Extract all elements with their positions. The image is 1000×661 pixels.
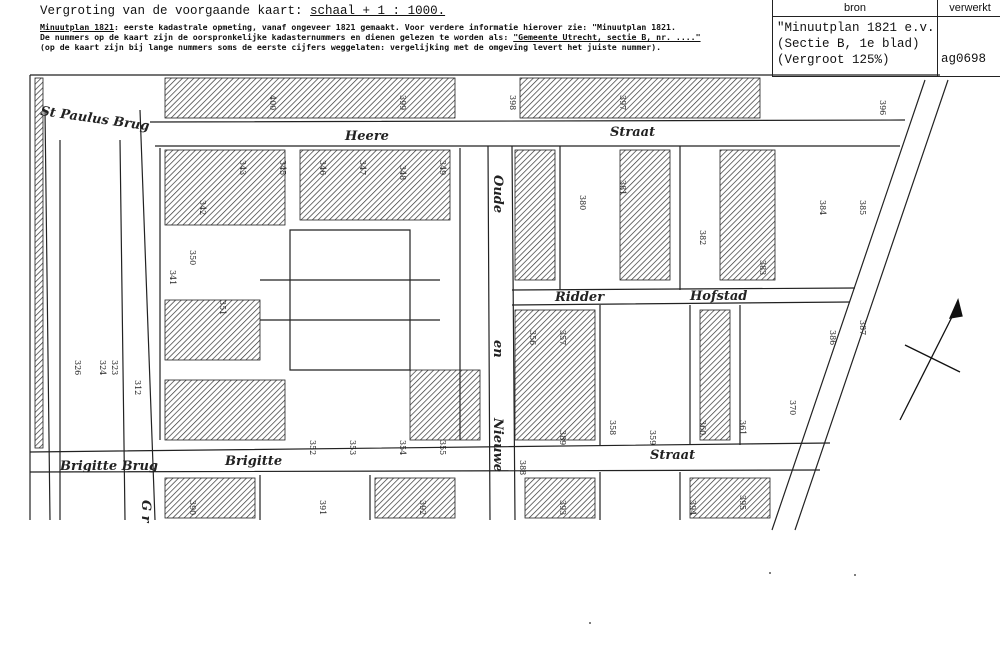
verwerkt-header: verwerkt	[949, 2, 991, 14]
map-title: Vergroting van de voorgaande kaart: scha…	[40, 4, 445, 18]
street-label-ridder: Ridder	[554, 290, 605, 305]
street-label-heere: Heere	[344, 129, 389, 144]
parcel-number: 360	[698, 420, 707, 435]
map-outline	[29, 74, 949, 531]
explanatory-notes: Minuutplan 1821: eerste kadastrale opmet…	[40, 22, 701, 52]
parcel-number: 351	[218, 300, 227, 315]
parcel-number: 386	[828, 330, 837, 345]
parcel-number: 387	[858, 320, 867, 335]
parcel-number: 353	[348, 440, 357, 455]
source-text: "Minuutplan 1821 e.v. (Sectie B, 1e blad…	[777, 21, 935, 67]
parcel-number: 400	[268, 95, 277, 110]
parcel-number: 385	[858, 200, 867, 215]
street-label-brigitte: Brigitte	[224, 454, 282, 469]
parcel-number: 350	[188, 250, 197, 265]
bridge-label-st-paulus: St Paulus Brug	[39, 104, 150, 134]
street-label-straat-2: Straat	[650, 448, 695, 463]
parcel-number: 352	[308, 440, 317, 455]
parcel-number: 391	[318, 500, 327, 515]
north-arrow-icon	[899, 298, 963, 421]
parcel-number: 383	[758, 260, 767, 275]
parcel-number: 349	[438, 160, 447, 175]
parcel-number: 342	[198, 200, 207, 215]
parcel-number: 394	[688, 500, 697, 515]
parcel-number: 390	[188, 500, 197, 515]
parcel-number: 393	[558, 500, 567, 515]
parcel-number: 355	[438, 440, 447, 455]
parcel-number: 395	[738, 495, 747, 510]
parcel-number: 388	[518, 460, 527, 475]
parcel-number: 346	[318, 160, 327, 175]
parcel-number: 345	[278, 160, 287, 175]
parcel-number: 392	[418, 500, 427, 515]
street-label-nieuwe: Nieuwe	[490, 417, 505, 472]
parcel-number: 399	[398, 95, 407, 110]
parcel-number: 396	[878, 100, 887, 115]
bron-header: bron	[843, 2, 867, 14]
buildings	[34, 77, 776, 519]
column-divider	[937, 0, 938, 76]
canal-label: G r	[138, 500, 153, 524]
parcel-number: 341	[168, 270, 177, 285]
parcel-number: 398	[508, 95, 517, 110]
note-line-2: De nummers op de kaart zijn de oorspronk…	[40, 32, 514, 42]
parcel-number: 326	[73, 360, 82, 375]
parcel-number: 381	[618, 180, 627, 195]
parcel-number: 357	[558, 330, 567, 345]
parcel-number: 358	[608, 420, 617, 435]
parcel-number: 312	[133, 380, 142, 395]
scan-specks	[589, 572, 856, 624]
parcel-number: 361	[738, 420, 747, 435]
source-table-header: bron verwerkt	[773, 0, 1000, 17]
street-label-en: en	[490, 340, 505, 358]
note-label: Minuutplan 1821	[40, 22, 114, 32]
parcel-number: 348	[398, 165, 407, 180]
title-text: Vergroting van de voorgaande kaart:	[40, 4, 311, 18]
bridge-label-brigitte: Brigitte Brug	[59, 459, 158, 474]
street-label-oude: Oude	[490, 175, 505, 213]
scale-text: schaal + 1 : 1000.	[310, 4, 446, 18]
parcel-number: 354	[398, 440, 407, 455]
parcel-number: 343	[238, 160, 247, 175]
street-label-straat: Straat	[610, 125, 655, 140]
parcel-number: 356	[528, 330, 537, 345]
parcel-number: 384	[818, 200, 827, 215]
note-line-1: : eerste kadastrale opmeting, vanaf onge…	[113, 22, 676, 32]
parcel-number: 397	[618, 95, 627, 110]
parcel-number: 323	[110, 360, 119, 375]
source-table: bron verwerkt "Minuutplan 1821 e.v. (Sec…	[772, 0, 1000, 77]
parcel-number: 380	[578, 195, 587, 210]
parcel-number: 370	[788, 400, 797, 415]
parcel-number: 324	[98, 360, 107, 375]
street-label-hofstad: Hofstad	[689, 289, 747, 304]
parcel-number: 347	[358, 160, 367, 175]
parcel-number: 382	[698, 230, 707, 245]
note-reference: "Gemeente Utrecht, sectie B, nr. ...."	[513, 32, 701, 42]
archive-code: ag0698	[941, 52, 987, 66]
parcel-number: 389	[558, 430, 567, 445]
parcel-number: 359	[648, 430, 657, 445]
note-line-3: (op de kaart zijn bij lange nummers soms…	[40, 42, 662, 52]
